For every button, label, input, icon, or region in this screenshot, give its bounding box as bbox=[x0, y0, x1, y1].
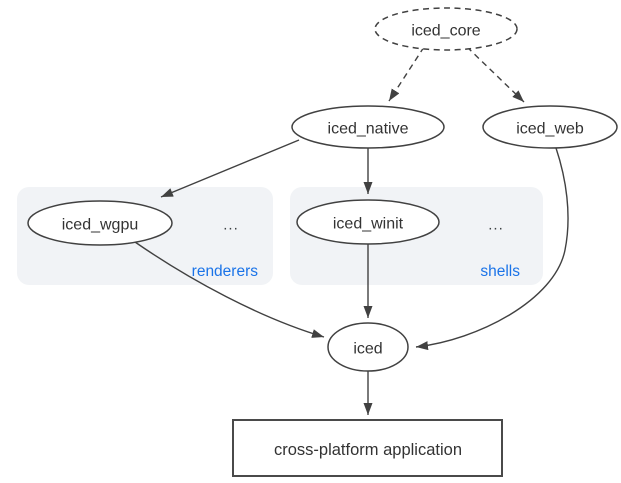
node-iced-winit bbox=[296, 199, 440, 245]
edge-iced-web-to-iced bbox=[415, 147, 569, 351]
renderers-ellipsis: ... bbox=[223, 216, 239, 233]
node-application-label: cross-platform application bbox=[274, 441, 462, 459]
node-iced-wgpu-label: iced_wgpu bbox=[62, 217, 139, 234]
node-iced-web bbox=[482, 105, 618, 149]
edge-iced-core-to-iced-native bbox=[388, 46, 425, 102]
node-iced-wgpu bbox=[27, 200, 173, 246]
node-iced-native bbox=[291, 105, 445, 149]
node-iced-core bbox=[374, 7, 518, 51]
node-iced-winit-label: iced_winit bbox=[333, 216, 404, 233]
edge-iced-wgpu-to-iced bbox=[134, 241, 325, 338]
node-iced-web-label: iced_web bbox=[516, 121, 584, 138]
shells-group-label: shells bbox=[480, 263, 520, 280]
node-iced-label: iced bbox=[353, 341, 382, 358]
edge-iced-core-to-iced-web bbox=[466, 46, 525, 103]
shells-ellipsis: ... bbox=[488, 216, 504, 233]
renderers-group-label: renderers bbox=[192, 263, 259, 280]
node-application bbox=[232, 419, 503, 477]
node-iced-native-label: iced_native bbox=[328, 121, 409, 138]
edge-iced-native-to-iced-wgpu bbox=[160, 139, 300, 198]
node-iced-core-label: iced_core bbox=[411, 23, 480, 40]
node-iced bbox=[327, 322, 409, 372]
